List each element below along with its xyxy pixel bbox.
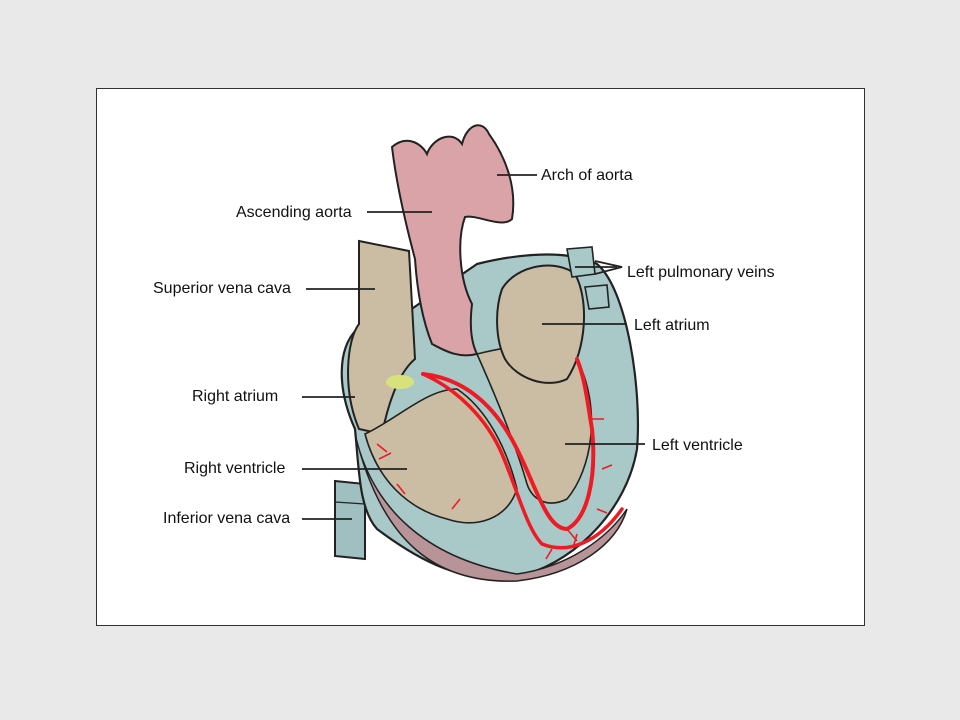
sinoatrial-node xyxy=(386,375,414,389)
left-bundle-branch xyxy=(421,357,596,532)
label-left-pulmonary-veins: Left pulmonary veins xyxy=(627,264,775,281)
left-atrium-shape xyxy=(496,264,585,384)
left-pulmonary-vein-lower xyxy=(584,284,610,310)
aorta-shape xyxy=(390,124,515,357)
label-ascending-aorta: Ascending aorta xyxy=(236,204,352,221)
diagram-panel: Arch of aorta Ascending aorta Superior v… xyxy=(96,88,865,626)
label-inferior-vena-cava: Inferior vena cava xyxy=(163,510,291,527)
right-bundle-branch xyxy=(421,372,624,550)
label-right-atrium: Right atrium xyxy=(192,388,279,405)
left-pulmonary-vein-upper xyxy=(566,246,596,278)
purkinje-fibers xyxy=(376,418,613,560)
heart-apex-band xyxy=(354,433,628,582)
inferior-vena-cava-shape xyxy=(334,479,366,561)
label-superior-vena-cava: Superior vena cava xyxy=(153,280,291,297)
label-right-ventricle: Right ventricle xyxy=(184,460,286,477)
label-arch-of-aorta: Arch of aorta xyxy=(541,167,633,184)
label-left-ventricle: Left ventricle xyxy=(652,437,743,454)
leader-lines xyxy=(302,174,645,520)
heart-illustration xyxy=(302,124,645,582)
label-left-atrium: Left atrium xyxy=(634,317,710,334)
